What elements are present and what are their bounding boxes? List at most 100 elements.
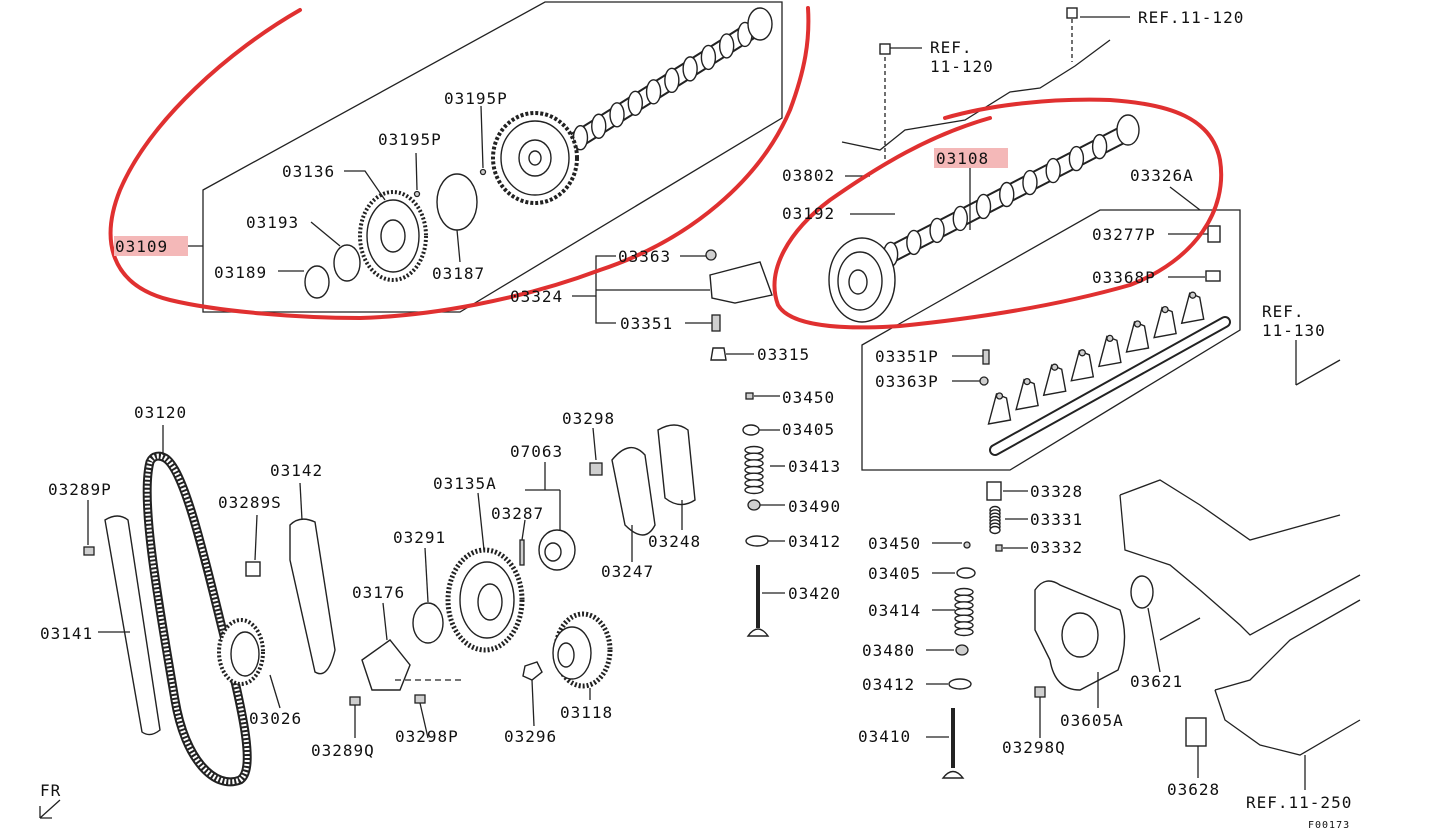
label-03413[interactable]: 03413 xyxy=(788,457,841,476)
label-03120[interactable]: 03120 xyxy=(134,403,187,422)
label-03141[interactable]: 03141 xyxy=(40,624,93,643)
cam-lobe xyxy=(627,90,643,117)
label-03176[interactable]: 03176 xyxy=(352,583,405,602)
label-ref-11-120-a[interactable]: REF.11-120 xyxy=(1138,8,1244,27)
label-03621[interactable]: 03621 xyxy=(1130,672,1183,691)
label-03802[interactable]: 03802 xyxy=(782,166,835,185)
label-03490[interactable]: 03490 xyxy=(788,497,841,516)
spring-coil xyxy=(744,452,764,461)
spring-coil xyxy=(954,614,974,623)
spring-coil xyxy=(954,587,974,597)
gear-03135a xyxy=(445,492,525,653)
label-03450-b[interactable]: 03450 xyxy=(868,534,921,553)
label-03298p[interactable]: 03298P xyxy=(395,727,459,746)
label-ref-11-130-2[interactable]: 11-130 xyxy=(1262,321,1326,340)
label-03363p[interactable]: 03363P xyxy=(875,372,939,391)
label-03026[interactable]: 03026 xyxy=(249,709,302,728)
cam-lobe xyxy=(1091,133,1108,160)
label-03108[interactable]: 03108 xyxy=(936,149,989,168)
chain-guide-03141 xyxy=(83,500,161,736)
label-03298q[interactable]: 03298Q xyxy=(1002,738,1066,757)
label-03277p[interactable]: 03277P xyxy=(1092,225,1156,244)
label-03405-a[interactable]: 03405 xyxy=(782,420,835,439)
label-03109[interactable]: 03109 xyxy=(115,237,168,256)
label-03193[interactable]: 03193 xyxy=(246,213,299,232)
spring-coil xyxy=(744,485,764,495)
rocker-bracket-03324 xyxy=(572,249,773,361)
cylinder-head-outline xyxy=(1119,340,1361,790)
label-03405-b[interactable]: 03405 xyxy=(868,564,921,583)
label-03136[interactable]: 03136 xyxy=(282,162,335,181)
label-03118[interactable]: 03118 xyxy=(560,703,613,722)
rocker-arm-assembly-03326a xyxy=(987,291,1231,456)
label-ref-11-120-b2[interactable]: 11-120 xyxy=(930,57,994,76)
label-03135a[interactable]: 03135A xyxy=(433,474,497,493)
label-03192[interactable]: 03192 xyxy=(782,204,835,223)
label-03195p-a[interactable]: 03195P xyxy=(378,130,442,149)
sensor-03628 xyxy=(1185,717,1207,747)
cam-lobe xyxy=(906,229,922,256)
label-03605a[interactable]: 03605A xyxy=(1060,711,1124,730)
label-03412-b[interactable]: 03412 xyxy=(862,675,915,694)
label-03187[interactable]: 03187 xyxy=(432,264,485,283)
rocker-arm xyxy=(1180,292,1205,325)
pin-03195p-b xyxy=(479,168,487,176)
label-03363[interactable]: 03363 xyxy=(618,247,671,266)
label-03248[interactable]: 03248 xyxy=(648,532,701,551)
label-03351[interactable]: 03351 xyxy=(620,314,673,333)
label-03412-a[interactable]: 03412 xyxy=(788,532,841,551)
label-03410[interactable]: 03410 xyxy=(858,727,911,746)
spring-coil xyxy=(744,459,764,468)
label-ref-11-130-1[interactable]: REF. xyxy=(1262,302,1305,321)
label-03289q[interactable]: 03289Q xyxy=(311,741,375,760)
pulley-03287 xyxy=(519,462,576,571)
label-03628[interactable]: 03628 xyxy=(1167,780,1220,799)
label-03142[interactable]: 03142 xyxy=(270,461,323,480)
label-03291[interactable]: 03291 xyxy=(393,528,446,547)
label-03189[interactable]: 03189 xyxy=(214,263,267,282)
label-03289s[interactable]: 03289S xyxy=(218,493,282,512)
label-ref-11-250[interactable]: REF.11-250 xyxy=(1246,793,1352,812)
label-03368p[interactable]: 03368P xyxy=(1092,268,1156,287)
label-03296[interactable]: 03296 xyxy=(504,727,557,746)
spring-coil xyxy=(744,472,764,481)
panel-outline-03326a xyxy=(861,209,1241,471)
rocker-arm xyxy=(987,393,1012,425)
label-03480[interactable]: 03480 xyxy=(862,641,915,660)
spring-coil xyxy=(744,479,764,488)
rocker-arm xyxy=(1153,306,1177,339)
gear-03118 xyxy=(522,611,613,727)
label-03351p[interactable]: 03351P xyxy=(875,347,939,366)
cam-lobe xyxy=(609,102,625,128)
label-03332[interactable]: 03332 xyxy=(1030,538,1083,557)
label-03195p-b[interactable]: 03195P xyxy=(444,89,508,108)
label-03420[interactable]: 03420 xyxy=(788,584,841,603)
label-03315[interactable]: 03315 xyxy=(757,345,810,364)
label-03298[interactable]: 03298 xyxy=(562,409,615,428)
label-07063[interactable]: 07063 xyxy=(510,442,563,461)
label-03287[interactable]: 03287 xyxy=(491,504,544,523)
label-03326a[interactable]: 03326A xyxy=(1130,166,1194,185)
cam-lobe xyxy=(645,79,662,105)
rocker-roller xyxy=(1051,363,1059,371)
camshaft-assembly-right xyxy=(828,7,1241,471)
label-03331[interactable]: 03331 xyxy=(1030,510,1083,529)
valve-stack-lower xyxy=(926,481,1028,779)
label-03450-a[interactable]: 03450 xyxy=(782,388,835,407)
label-03324[interactable]: 03324 xyxy=(510,287,563,306)
spring-coil xyxy=(954,601,974,610)
label-03414[interactable]: 03414 xyxy=(868,601,921,620)
cam-lobe xyxy=(1045,157,1061,184)
highlight-03108 xyxy=(934,148,1008,168)
part-labels: 03109 03189 03193 03136 03195P 03195P 03… xyxy=(40,8,1352,831)
label-ref-11-120-b1[interactable]: REF. xyxy=(930,38,973,57)
label-03289p[interactable]: 03289P xyxy=(48,480,112,499)
label-03328[interactable]: 03328 xyxy=(1030,482,1083,501)
cam-sprocket-right xyxy=(828,237,896,323)
label-03247[interactable]: 03247 xyxy=(601,562,654,581)
gaskets-03247-03248 xyxy=(589,424,696,562)
rocker-roller xyxy=(1189,291,1197,299)
oil-pipe-03802 xyxy=(841,39,1111,151)
highlight-03109 xyxy=(114,236,188,256)
